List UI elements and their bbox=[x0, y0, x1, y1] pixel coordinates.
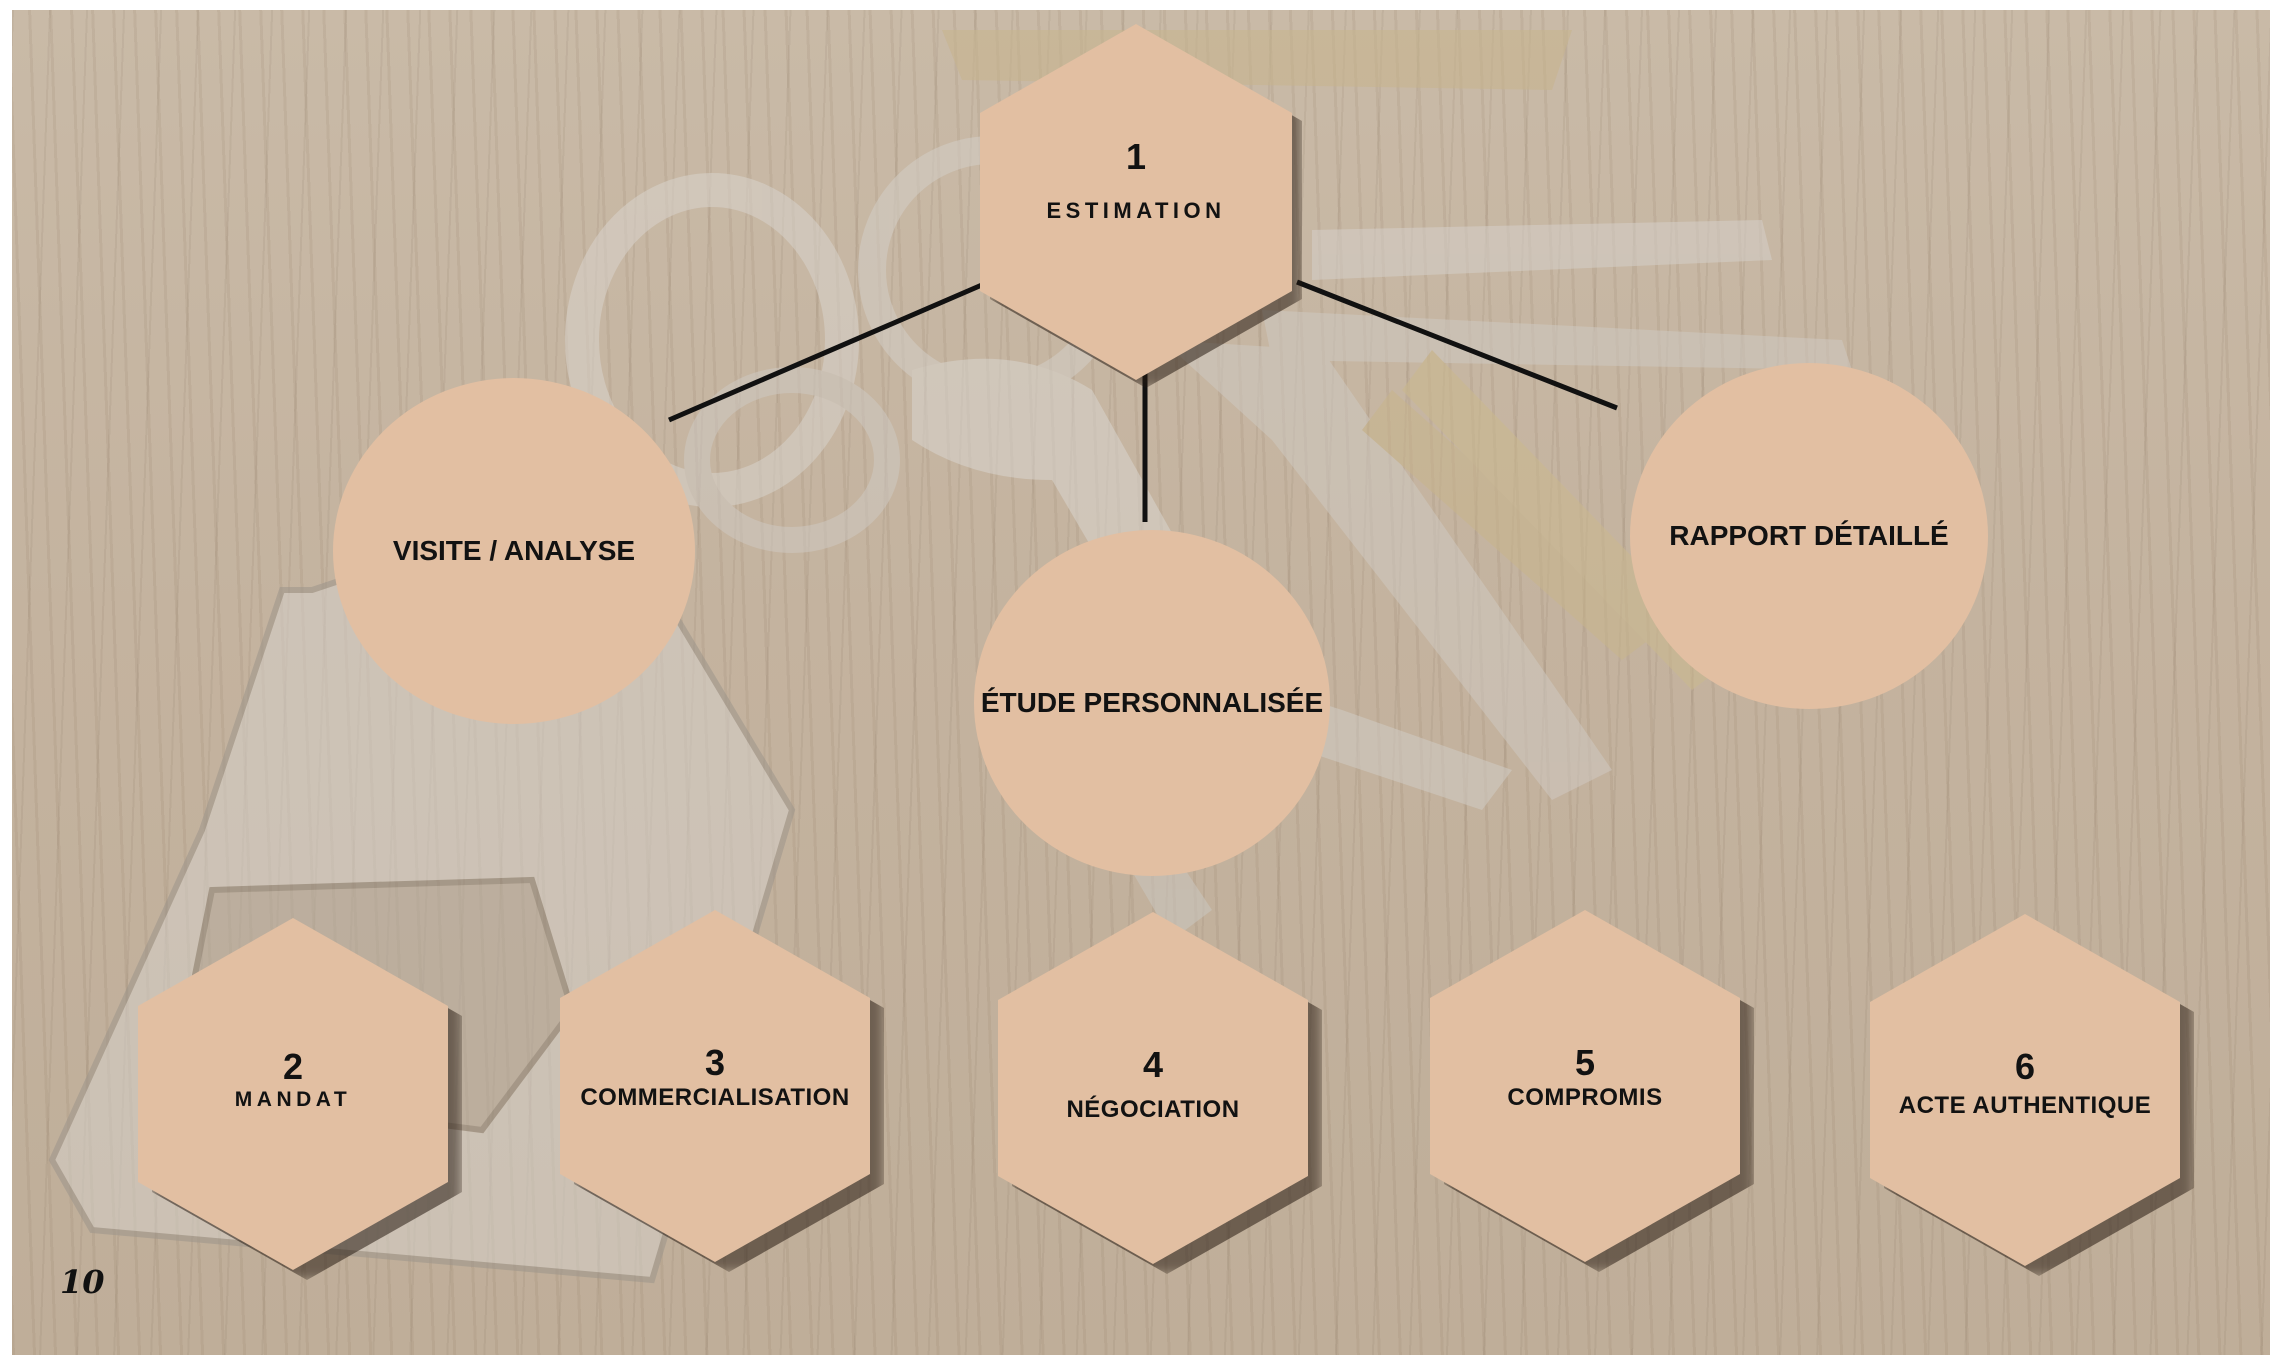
step-number: 1 bbox=[1125, 136, 1147, 177]
step-number: 4 bbox=[1142, 1044, 1164, 1085]
etude-personnalisee-circle: ÉTUDE PERSONNALISÉE bbox=[974, 530, 1330, 876]
step-1-estimation-hexagon: 1 ESTIMATION bbox=[980, 24, 1292, 380]
circle-label: ÉTUDE PERSONNALISÉE bbox=[980, 687, 1324, 718]
page-number: 10 bbox=[60, 1263, 105, 1301]
circle-label: VISITE / ANALYSE bbox=[392, 535, 636, 566]
step-title: NÉGOCIATION bbox=[1066, 1096, 1240, 1123]
step-title: COMPROMIS bbox=[1507, 1084, 1663, 1111]
circle-label: RAPPORT DÉTAILLÉ bbox=[1669, 520, 1949, 551]
step-title: ACTE AUTHENTIQUE bbox=[1898, 1092, 2152, 1119]
connector-lines bbox=[668, 275, 1618, 522]
connector-line-rapport bbox=[1296, 279, 1618, 411]
step-title: MANDAT bbox=[234, 1088, 352, 1111]
step-number: 3 bbox=[704, 1042, 726, 1083]
slide: 1 ESTIMATION VISITE / ANALYSE ÉTUDE PERS… bbox=[12, 10, 2270, 1355]
rapport-detaille-circle: RAPPORT DÉTAILLÉ bbox=[1630, 363, 1988, 709]
step-title: COMMERCIALISATION bbox=[580, 1084, 850, 1111]
step-title: ESTIMATION bbox=[1046, 198, 1226, 223]
step-number: 5 bbox=[1574, 1042, 1596, 1083]
step-number: 6 bbox=[2014, 1046, 2036, 1087]
step-number: 2 bbox=[282, 1046, 304, 1087]
connector-line-visite bbox=[668, 275, 999, 423]
visite-analyse-circle: VISITE / ANALYSE bbox=[333, 378, 695, 724]
